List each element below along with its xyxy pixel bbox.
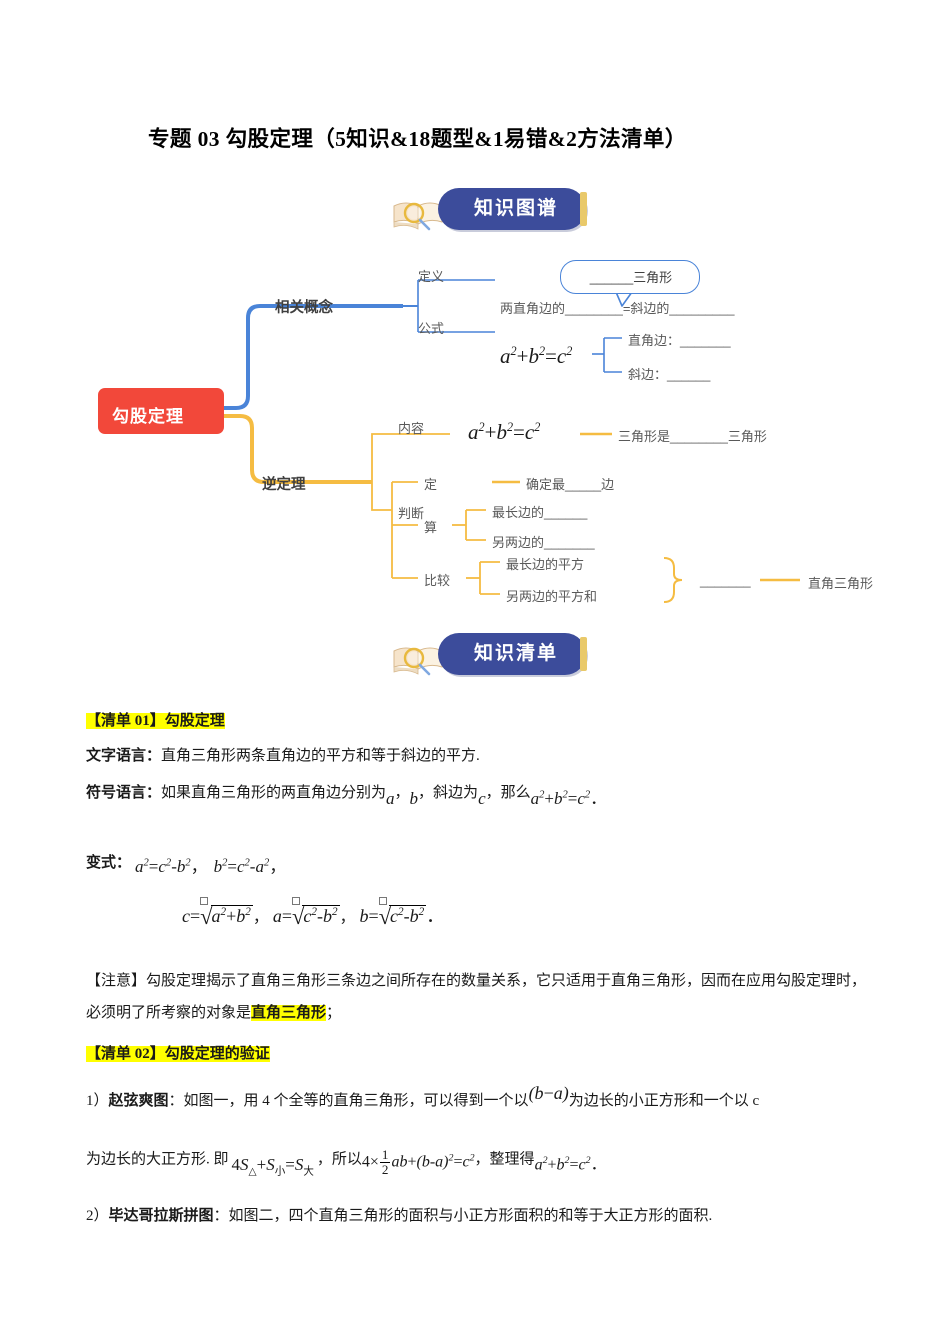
mindmap-compare-line-1: 最长边的平方 bbox=[506, 557, 585, 572]
item1-text-c: 为边长的大正方形. 即 bbox=[86, 1151, 229, 1168]
mindmap-definition-content: 两直角边的________=斜边的_________ bbox=[500, 301, 735, 316]
mindmap-label-content: 内容 bbox=[398, 421, 425, 436]
list02-tag: 【清单 02】 bbox=[86, 1046, 165, 1062]
symbol-language-line: 符号语言：如果直角三角形的两直角边分别为a，b，斜边为c，那么a2+b2=c2． bbox=[86, 782, 607, 812]
item1-colon: ： bbox=[168, 1093, 184, 1109]
variant-roots-line: c=√a2+b2， a=√c2-b2， b=√c2-b2． bbox=[182, 896, 444, 935]
variant-formula-1: a2=c2-b2， bbox=[135, 857, 208, 876]
item-zhao-xianshuang: 1）赵弦爽图：如图一，用 4 个全等的直角三角形，可以得到一个以(b−a)为边长… bbox=[86, 1080, 886, 1113]
mindmap-bubble bbox=[560, 260, 700, 294]
mindmap-formula-pythagoras: a2+b2=c2 bbox=[500, 344, 573, 368]
mindmap-determine-line: 确定最_____边 bbox=[526, 477, 615, 492]
item1-text-b: 为边长的小正方形和一个以 c bbox=[568, 1093, 760, 1109]
mindmap-compute-line-2: 另两边的_______ bbox=[492, 535, 595, 550]
mindmap-branch-converse: 逆定理 bbox=[262, 477, 306, 493]
item1-text-e: ，整理得 bbox=[474, 1151, 535, 1168]
mindmap-bubble-label: ______三角形 bbox=[589, 270, 673, 285]
item1-title: 赵弦爽图 bbox=[108, 1093, 169, 1109]
item2-title: 毕达哥拉斯拼图 bbox=[108, 1208, 214, 1224]
variant-formula-2: b2=c2-a2， bbox=[213, 857, 287, 876]
symbol-mid: ，斜边为 bbox=[418, 785, 479, 801]
banner-accent-strip bbox=[580, 637, 587, 671]
mindmap-label-judge: 判断 bbox=[398, 506, 425, 521]
mindmap-connectors bbox=[224, 279, 800, 603]
item2-number: 2） bbox=[86, 1208, 109, 1224]
text-language-body: 直角三角形两条直角边的平方和等于斜边的平方. bbox=[161, 748, 480, 764]
mindmap-converse-tail: 三角形是________三角形 bbox=[618, 429, 767, 444]
banner-label: 知识清单 bbox=[473, 643, 558, 664]
mindmap-compare-result: 直角三角形 bbox=[808, 576, 874, 591]
root-formula-a: a=√c2-b2 bbox=[273, 896, 340, 929]
symbol-language-pre: 如果直角三角形的两直角边分别为 bbox=[161, 785, 387, 801]
symbol-a: a bbox=[386, 789, 395, 808]
page-title: 专题 03 勾股定理（5知识&18题型&1易错&2方法清单） bbox=[148, 127, 687, 151]
mindmap-compare-line-2: 另两边的平方和 bbox=[506, 589, 598, 604]
mindmap-judge-compare: 比较 bbox=[424, 573, 451, 588]
item1-formula-areas: 4S△+S小=S大 bbox=[231, 1154, 314, 1177]
symbol-b: b bbox=[409, 789, 419, 808]
section-heading-list02: 【清单 02】勾股定理的验证 bbox=[86, 1043, 270, 1066]
text-language-line: 文字语言：直角三角形两条直角边的平方和等于斜边的平方. bbox=[86, 745, 480, 768]
mindmap-formula-converse: a2+b2=c2 bbox=[468, 420, 541, 444]
note-paragraph: 【注意】勾股定理揭示了直角三角形三条边之间所存在的数量关系，它只适用于直角三角形… bbox=[86, 965, 876, 1030]
banner-pill bbox=[438, 633, 586, 675]
mindmap-label-definition: 定义 bbox=[418, 269, 445, 284]
book-magnifier-icon bbox=[393, 202, 443, 231]
item1-text-a: 如图一，用 4 个全等的直角三角形，可以得到一个以 bbox=[183, 1093, 529, 1109]
root-formula-c: c=√a2+b2 bbox=[182, 896, 253, 929]
mindmap-branch-concept: 相关概念 bbox=[275, 300, 333, 316]
symbol-comma-1: ， bbox=[394, 785, 410, 801]
symbol-post: ，那么 bbox=[485, 785, 531, 801]
mindmap-leg-label: 直角边：_______ bbox=[628, 333, 731, 348]
item-pythagoras-puzzle: 2）毕达哥拉斯拼图：如图二，四个直角三角形的面积与小正方形面积的和等于大正方形的… bbox=[86, 1205, 886, 1228]
root-formula-b: b=√c2-b2． bbox=[360, 896, 444, 929]
variant-label: 变式： bbox=[86, 855, 132, 871]
list01-heading: 勾股定理 bbox=[164, 713, 225, 729]
item2-colon: ： bbox=[213, 1208, 229, 1224]
mindmap-compute-line-1: 最长边的______ bbox=[492, 505, 588, 520]
section-heading-list01: 【清单 01】勾股定理 bbox=[86, 710, 225, 733]
book-magnifier-icon bbox=[393, 647, 443, 676]
item1-math-ba: (b−a) bbox=[528, 1083, 569, 1103]
mindmap-root-label: 勾股定理 bbox=[112, 407, 184, 426]
text-language-label: 文字语言： bbox=[86, 748, 162, 764]
mindmap-root-node bbox=[98, 388, 224, 434]
symbol-c: c bbox=[478, 789, 486, 808]
banner-accent-strip bbox=[580, 192, 587, 226]
banner-pill bbox=[438, 188, 586, 230]
mindmap-compare-blank: _______ bbox=[700, 573, 751, 588]
mindmap-judge-determine: 定 bbox=[424, 477, 438, 492]
note-highlight: 直角三角形 bbox=[251, 1005, 327, 1022]
mindmap-label-formula: 公式 bbox=[418, 321, 445, 336]
note-text-1: 勾股定理揭示了直角三角形三条边之间所存在的数量关系，它只适用于直角三角形，因而在… bbox=[86, 973, 867, 1022]
item1-formula-result: a2+b2=c2． bbox=[534, 1155, 607, 1174]
mindmap: 勾股定理 ______三角形 相关概念 定义 公式 两直角边的________=… bbox=[0, 248, 950, 628]
symbol-language-label: 符号语言： bbox=[86, 785, 162, 801]
item1-number: 1） bbox=[86, 1093, 109, 1109]
item1-text-d: ，所以 bbox=[316, 1151, 362, 1168]
banner-knowledge-map: 知识图谱 bbox=[390, 180, 590, 242]
mindmap-judge-compute: 算 bbox=[424, 520, 438, 535]
variant-line: 变式：a2=c2-b2， b2=c2-a2， bbox=[86, 852, 286, 880]
banner-knowledge-list: 知识清单 bbox=[390, 625, 590, 687]
banner-label: 知识图谱 bbox=[473, 198, 558, 219]
list01-tag: 【清单 01】 bbox=[86, 713, 165, 729]
note-tag: 【注意】 bbox=[86, 973, 147, 989]
mindmap-hypotenuse-label: 斜边：______ bbox=[628, 367, 711, 382]
symbol-formula: a2+b2=c2． bbox=[530, 789, 608, 808]
note-text-2: ； bbox=[326, 1005, 342, 1022]
item2-text: 如图二，四个直角三角形的面积与小正方形面积的和等于大正方形的面积. bbox=[228, 1208, 713, 1224]
list02-heading: 勾股定理的验证 bbox=[164, 1046, 270, 1062]
